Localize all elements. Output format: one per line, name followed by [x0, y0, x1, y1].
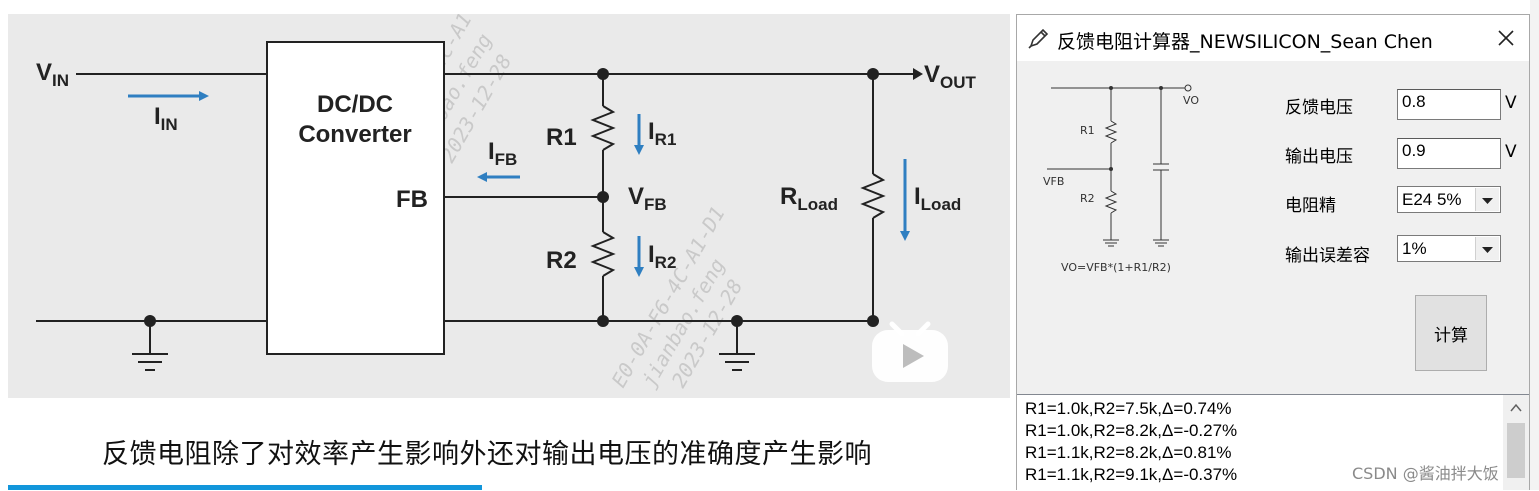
- calculate-button[interactable]: 计算: [1415, 295, 1487, 371]
- play-icon[interactable]: [868, 312, 952, 384]
- resistor-precision-select[interactable]: E24 5%: [1397, 186, 1501, 213]
- window-title: 反馈电阻计算器_NEWSILICON_Sean Chen: [1057, 31, 1433, 53]
- list-item[interactable]: R1=1.1k,R2=9.1k,Δ=-0.37%: [1025, 465, 1238, 484]
- output-tolerance-value: 1%: [1402, 239, 1427, 258]
- feedback-schematic: VO R1 VFB R2 VO=VFB*(1+R1/R2): [1037, 75, 1227, 275]
- converter-line1: DC/DC: [317, 91, 393, 118]
- fb-pin-label: FB: [396, 186, 428, 213]
- iload-label: I: [914, 183, 921, 210]
- iin-label: I: [154, 103, 161, 130]
- svg-text:IR1: IR1: [648, 118, 676, 149]
- output-voltage-unit: V: [1505, 142, 1517, 162]
- feedback-voltage-label: 反馈电压: [1285, 98, 1353, 118]
- feedback-voltage-field[interactable]: 0.8: [1397, 89, 1501, 120]
- chevron-up-icon[interactable]: [1503, 395, 1529, 421]
- chevron-down-icon[interactable]: [1475, 237, 1499, 260]
- vfb-label: V: [628, 183, 644, 210]
- list-item[interactable]: R1=1.1k,R2=8.2k,Δ=0.81%: [1025, 443, 1232, 462]
- converter-line2: Converter: [298, 121, 411, 148]
- output-voltage-field[interactable]: 0.9: [1397, 138, 1501, 169]
- svg-text:RLoad: RLoad: [780, 183, 838, 214]
- ifb-label: I: [488, 138, 495, 165]
- ir2-label: I: [648, 241, 655, 268]
- vout-sub-label: OUT: [940, 73, 977, 92]
- svg-text:VIN: VIN: [36, 59, 69, 90]
- svg-text:IR2: IR2: [648, 241, 676, 272]
- r2-label: R2: [546, 247, 577, 274]
- video-progress-bar[interactable]: [8, 485, 482, 490]
- schematic-r1-label: R1: [1080, 124, 1095, 137]
- schematic-formula: VO=VFB*(1+R1/R2): [1061, 261, 1171, 274]
- chevron-down-icon[interactable]: [1475, 188, 1499, 211]
- list-item[interactable]: R1=1.0k,R2=7.5k,Δ=0.74%: [1025, 399, 1232, 418]
- page-watermark: CSDN @酱油拌大饭: [1352, 464, 1499, 483]
- close-icon[interactable]: [1489, 22, 1523, 54]
- ir1-label: I: [648, 118, 655, 145]
- title-bar[interactable]: 反馈电阻计算器_NEWSILICON_Sean Chen: [1017, 15, 1529, 61]
- resistor-precision-label: 电阻精: [1285, 196, 1336, 216]
- video-slide: E0-0A-F6-4C-A1-D1 jianbao.feng 2023-12-2…: [8, 0, 1010, 490]
- slide-caption: 反馈电阻除了对效率产生影响外还对输出电压的准确度产生影响: [102, 439, 872, 470]
- circuit-diagram: E0-0A-F6-4C-A1-D1 jianbao.feng 2023-12-2…: [36, 0, 977, 392]
- schematic-vo-label: VO: [1183, 94, 1199, 107]
- list-item[interactable]: R1=1.0k,R2=8.2k,Δ=-0.27%: [1025, 421, 1238, 440]
- vin-label: V: [36, 59, 52, 86]
- svg-text:IFB: IFB: [488, 138, 517, 169]
- vin-sub-label: IN: [52, 71, 69, 90]
- ir1-sub-label: R1: [655, 130, 677, 149]
- output-tolerance-label: 输出误差容: [1285, 246, 1370, 266]
- results-list[interactable]: R1=1.0k,R2=7.5k,Δ=0.74% R1=1.0k,R2=8.2k,…: [1017, 394, 1529, 491]
- feedback-voltage-unit: V: [1505, 93, 1517, 113]
- ifb-sub-label: FB: [495, 150, 518, 169]
- rload-label: R: [780, 183, 797, 210]
- svg-text:VOUT: VOUT: [924, 61, 977, 92]
- results-scrollbar[interactable]: [1503, 395, 1529, 490]
- vout-label: V: [924, 61, 940, 88]
- background-window-edge: [1530, 0, 1539, 490]
- schematic-vfb-label: VFB: [1043, 175, 1064, 188]
- output-voltage-label: 输出电压: [1285, 147, 1353, 167]
- ir2-sub-label: R2: [655, 253, 677, 272]
- r1-label: R1: [546, 124, 577, 151]
- schematic-r2-label: R2: [1080, 192, 1095, 205]
- iin-sub-label: IN: [161, 115, 178, 134]
- svg-text:VFB: VFB: [628, 183, 667, 214]
- svg-text:ILoad: ILoad: [914, 183, 961, 214]
- resistor-precision-value: E24 5%: [1402, 190, 1462, 209]
- rload-sub-label: Load: [797, 195, 838, 214]
- iload-sub-label: Load: [921, 195, 962, 214]
- svg-text:IIN: IIN: [154, 103, 178, 134]
- scrollbar-thumb[interactable]: [1507, 423, 1525, 478]
- circuit-figure: E0-0A-F6-4C-A1-D1 jianbao.feng 2023-12-2…: [8, 0, 1010, 398]
- vfb-sub-label: FB: [644, 195, 667, 214]
- output-tolerance-select[interactable]: 1%: [1397, 235, 1501, 262]
- pen-icon: [1027, 26, 1051, 54]
